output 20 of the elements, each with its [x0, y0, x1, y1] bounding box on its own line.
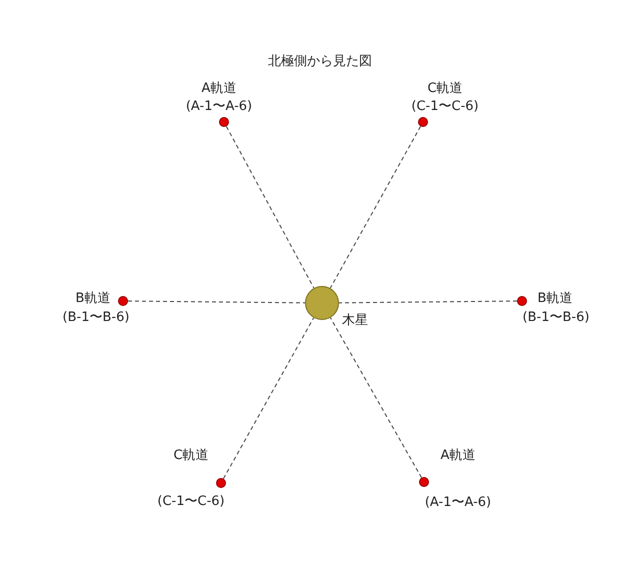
- orbit-line: [226, 126, 314, 289]
- orbit-label: A軌道: [440, 448, 476, 464]
- orbit-range-label: (C-1〜C-6): [411, 99, 479, 115]
- orbit-line: [330, 126, 422, 289]
- orbit-line: [128, 300, 306, 304]
- orbit-range-label: (B-1〜B-6): [522, 310, 590, 326]
- orbit-range-label: (B-1〜B-6): [62, 310, 130, 326]
- orbit-line: [222, 317, 314, 480]
- orbit-label: C軌道: [173, 448, 209, 464]
- planet-label: 木星: [342, 313, 368, 329]
- orbit-range-label: (A-1〜A-6): [424, 495, 492, 511]
- orbit-line: [338, 300, 518, 304]
- orbit-range-label: (C-1〜C-6): [157, 494, 225, 510]
- orbit-label: C軌道: [427, 81, 463, 97]
- orbit-range-label: (A-1〜A-6): [186, 99, 252, 115]
- orbit-label: A軌道: [202, 81, 236, 97]
- orbit-label: B軌道: [76, 291, 110, 307]
- diagram-title: 北極側から見た図: [268, 54, 372, 70]
- orbit-line: [330, 317, 422, 478]
- orbit-label: B軌道: [538, 291, 572, 307]
